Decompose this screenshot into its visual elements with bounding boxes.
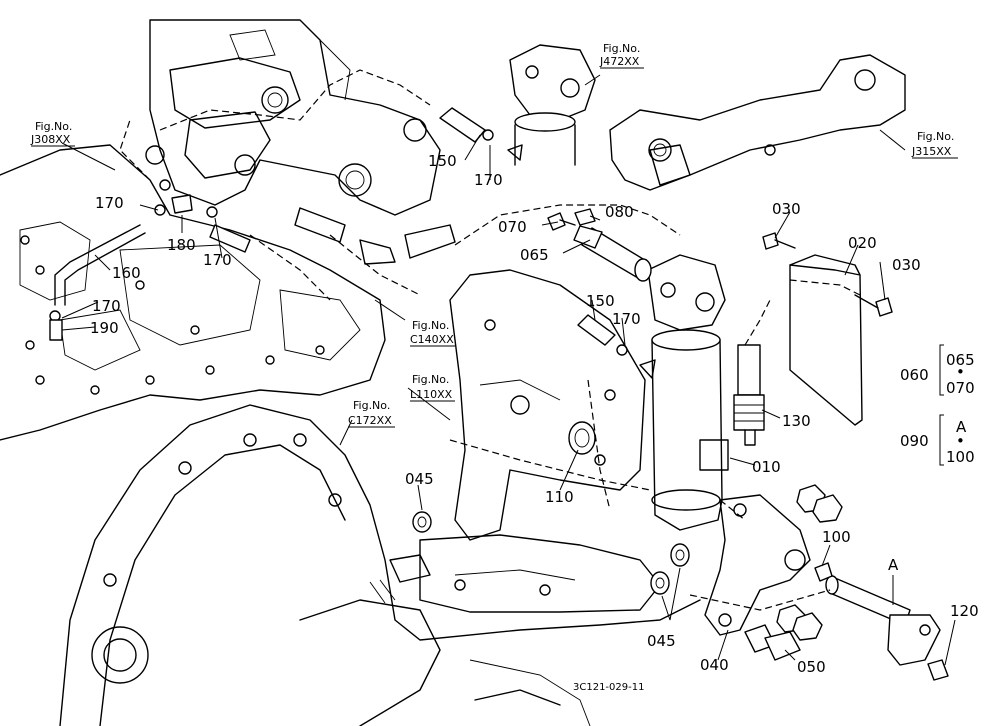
nut-lower [776, 604, 823, 641]
label-160: 160 [112, 264, 141, 282]
part-labels: 170 180 170 160 170 190 150 170 070 080 … [90, 152, 979, 676]
label-170: 170 [92, 297, 121, 315]
label-065-group: 065 [946, 351, 975, 369]
label-045: 045 [647, 632, 676, 650]
drawing-code: 3C121-029-11 [573, 682, 644, 693]
fig-ref-label: Fig.No. [603, 42, 640, 55]
label-130: 130 [782, 412, 811, 430]
label-150: 150 [428, 152, 457, 170]
bushing-110 [568, 421, 596, 455]
leader-lines [61, 74, 956, 666]
clamp-170-group [49, 129, 656, 379]
hose-150-upper [439, 107, 486, 143]
bolt-030-right [854, 294, 893, 317]
fig-ref-code: J308XX [30, 133, 71, 146]
label-070-group: 070 [946, 379, 975, 397]
lift-arm [609, 54, 906, 191]
bolt-050 [744, 624, 801, 661]
fig-ref-label: Fig.No. [412, 319, 449, 332]
label-190: 190 [90, 319, 119, 337]
label-120: 120 [950, 602, 979, 620]
screw-100 [814, 562, 833, 582]
label-090: 090 [900, 432, 929, 450]
grouping-brackets [939, 344, 944, 466]
label-070: 070 [498, 218, 527, 236]
label-150: 150 [586, 292, 615, 310]
rear-housing [59, 404, 701, 726]
label-040: 040 [700, 656, 729, 674]
label-010: 010 [752, 458, 781, 476]
label-a-group: A [956, 418, 967, 436]
fig-ref-label: Fig.No. [917, 130, 954, 143]
lift-bracket [449, 269, 646, 541]
label-170: 170 [612, 310, 641, 328]
link-plate-040 [704, 494, 811, 636]
label-045: 045 [405, 470, 434, 488]
pin-a [825, 575, 941, 666]
fig-ref-code: C140XX [410, 333, 454, 346]
fitting-190 [49, 319, 63, 341]
figure-references: Fig.No. J308XX Fig.No. J472XX Fig.No. J3… [30, 42, 958, 428]
label-030: 030 [772, 200, 801, 218]
label-a: A [888, 556, 899, 574]
bolt-030-left [762, 232, 796, 250]
label-180: 180 [167, 236, 196, 254]
label-100: 100 [822, 528, 851, 546]
upper-cylinder [509, 44, 596, 166]
hose-160 [54, 224, 146, 306]
tee-180 [171, 194, 193, 214]
label-170: 170 [474, 171, 503, 189]
pipe-fittings [209, 207, 456, 265]
label-100-group: 100 [946, 448, 975, 466]
label-060: 060 [900, 366, 929, 384]
nut-upper [796, 484, 843, 523]
clip-080 [574, 208, 596, 226]
cover-plate-020 [789, 254, 863, 426]
hose-150-lower [577, 314, 616, 346]
washer-045-b [650, 571, 670, 595]
label-dot: • [956, 363, 965, 381]
screw-070 [547, 212, 576, 231]
transmission-case [0, 144, 386, 441]
washer-045-a [670, 543, 690, 567]
fig-ref-code: J472XX [599, 55, 640, 68]
valve-block [145, 19, 441, 216]
fig-ref-code: C172XX [348, 414, 392, 427]
fig-ref-code: L110XX [410, 388, 453, 401]
pin-065 [573, 225, 652, 282]
fig-ref-label: Fig.No. [412, 373, 449, 386]
bolt-120 [927, 659, 949, 681]
label-170: 170 [95, 194, 124, 212]
label-050: 050 [797, 658, 826, 676]
assembly-dashed-lines [119, 69, 861, 611]
label-030: 030 [892, 256, 921, 274]
sensor-130 [733, 344, 765, 446]
label-020: 020 [848, 234, 877, 252]
label-dot: • [956, 432, 965, 450]
fig-ref-code: J315XX [911, 145, 952, 158]
label-080: 080 [605, 203, 634, 221]
washer-045-top [412, 511, 432, 533]
fig-ref-label: Fig.No. [35, 120, 72, 133]
label-170: 170 [203, 251, 232, 269]
label-110: 110 [545, 488, 574, 506]
fig-ref-label: Fig.No. [353, 399, 390, 412]
lift-cylinder [647, 254, 729, 531]
label-065: 065 [520, 246, 549, 264]
